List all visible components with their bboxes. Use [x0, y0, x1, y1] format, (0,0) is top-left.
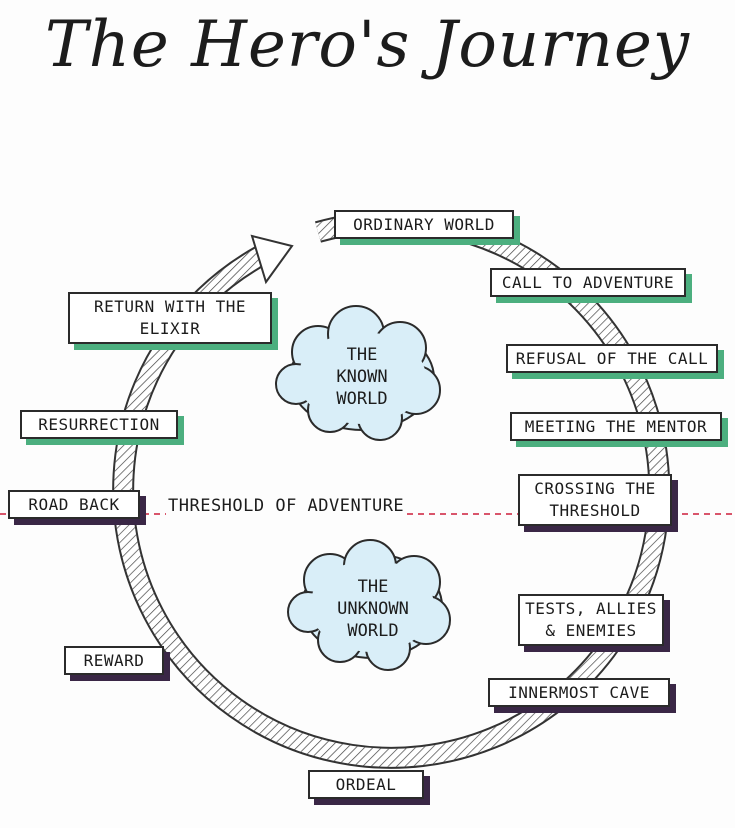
stage-reward: REWARD	[64, 646, 164, 675]
stage-refusal-of-the-call: REFUSAL OF THE CALL	[506, 344, 718, 373]
unknown-world-line: UNKNOWN	[337, 599, 409, 619]
stage-crossing-the-threshold: CROSSING THE THRESHOLD	[518, 474, 672, 526]
stage-ordinary-world: ORDINARY WORLD	[334, 210, 514, 239]
stage-innermost-cave: INNERMOST CAVE	[488, 678, 670, 707]
stage-resurrection: RESURRECTION	[20, 410, 178, 439]
arrowhead-icon	[250, 234, 294, 285]
stage-call-to-adventure: CALL TO ADVENTURE	[490, 268, 686, 297]
stage-label-line: THRESHOLD	[549, 501, 641, 520]
stage-label-line: ELIXIR	[139, 319, 201, 338]
unknown-world-line: THE	[357, 577, 389, 597]
stage-label-line: CROSSING THE	[534, 479, 656, 498]
known-world-cloud	[275, 305, 441, 441]
stage-label-line: TESTS, ALLIES	[525, 599, 657, 618]
stage-label-line: RETURN WITH THE	[94, 297, 246, 316]
stage-ordeal: ORDEAL	[308, 770, 424, 799]
unknown-world-cloud	[287, 539, 451, 671]
known-world-text: THE KNOWN WORLD	[312, 344, 412, 410]
stage-meeting-the-mentor: MEETING THE MENTOR	[510, 412, 722, 441]
known-world-line: WORLD	[336, 389, 388, 409]
stage-label-line: & ENEMIES	[545, 621, 637, 640]
known-world-line: KNOWN	[336, 367, 388, 387]
threshold-label: THRESHOLD OF ADVENTURE	[166, 496, 407, 516]
unknown-world-text: THE UNKNOWN WORLD	[318, 576, 428, 642]
known-world-line: THE	[346, 345, 378, 365]
stage-tests-allies-enemies: TESTS, ALLIES & ENEMIES	[518, 594, 664, 646]
unknown-world-line: WORLD	[347, 621, 399, 641]
diagram-title: The Hero's Journey	[45, 8, 690, 82]
stage-road-back: ROAD BACK	[8, 490, 140, 519]
stage-return-with-the-elixir: RETURN WITH THE ELIXIR	[68, 292, 272, 344]
